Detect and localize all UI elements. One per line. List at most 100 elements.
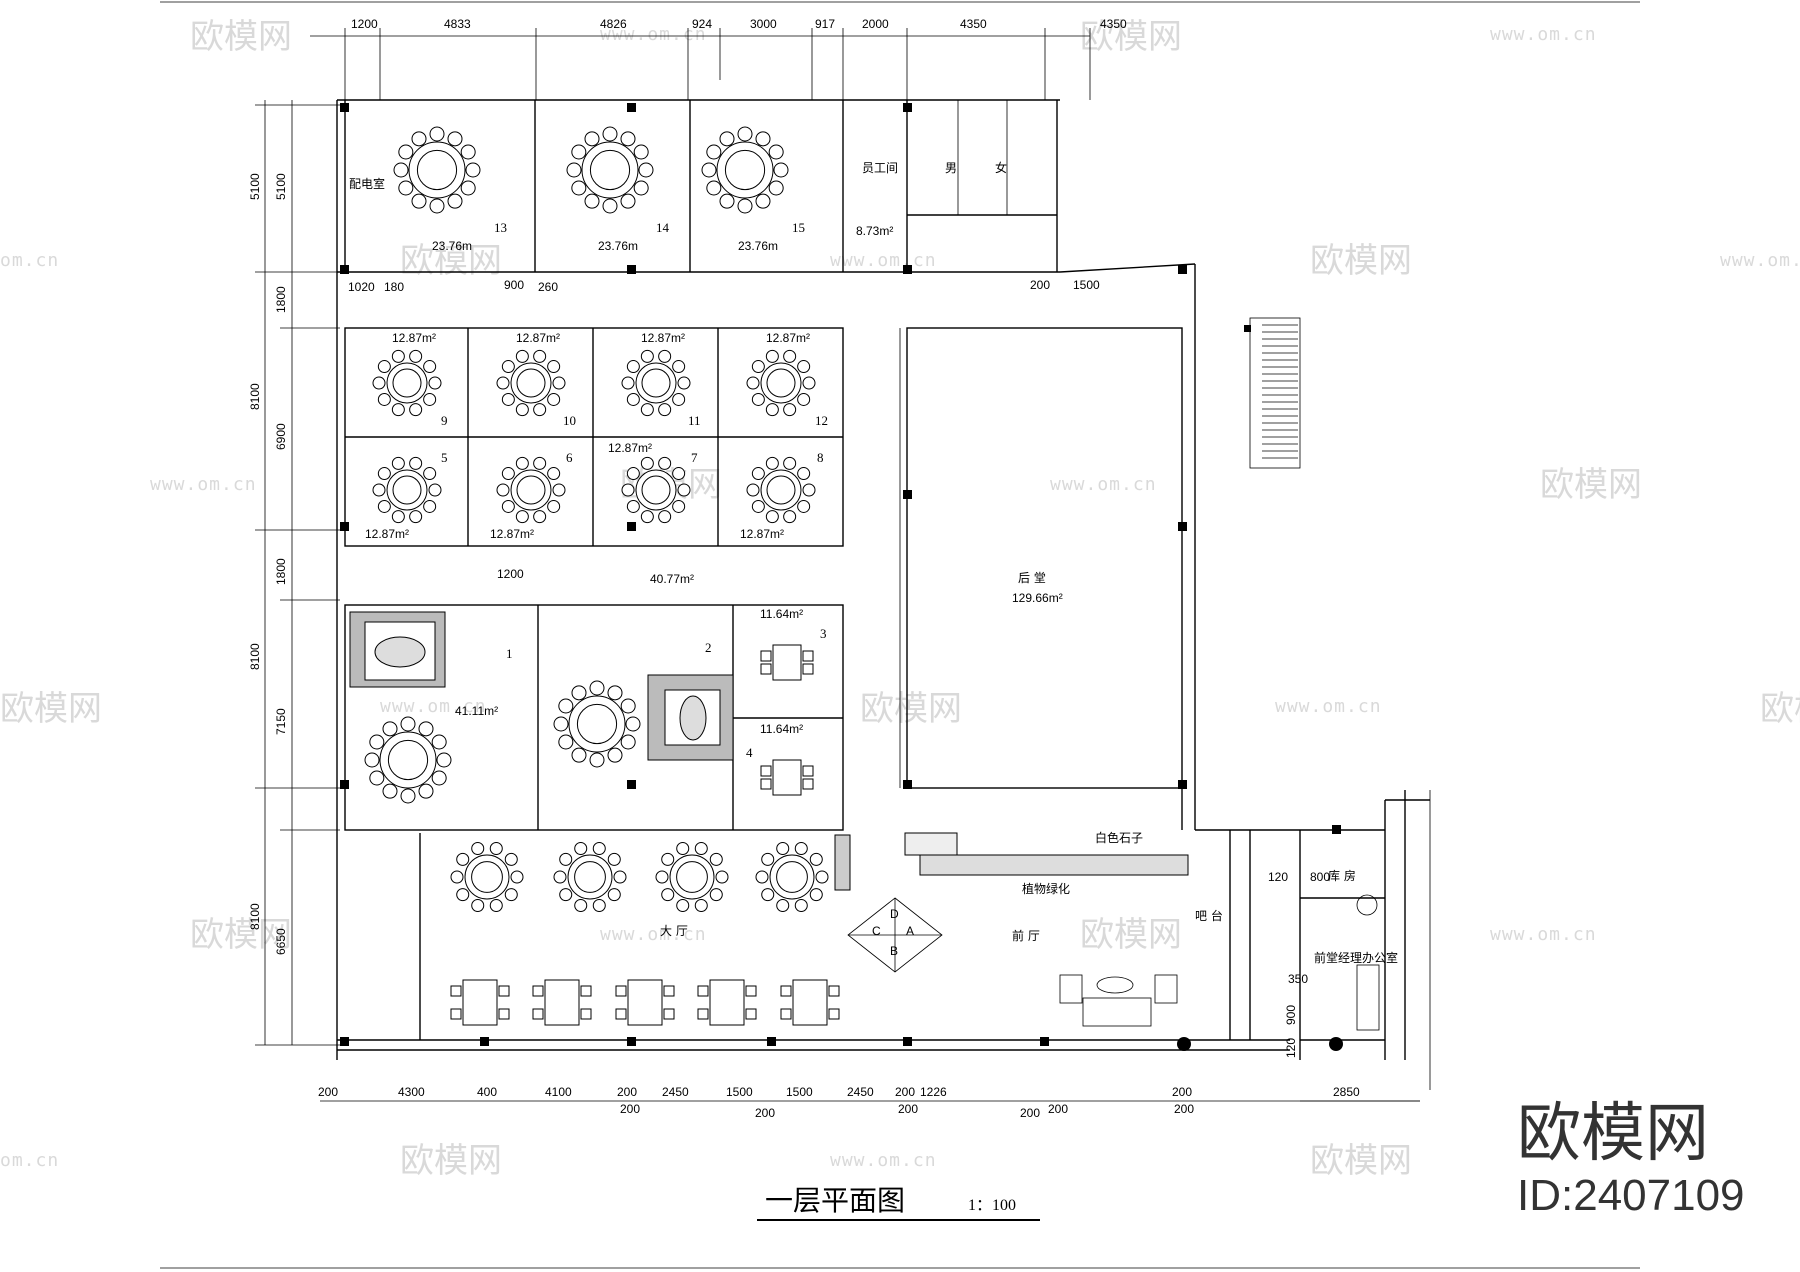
room-elec-label: 配电室	[349, 176, 385, 191]
dim-left-inner: 6650	[274, 928, 288, 955]
dim-left-outer: 8100	[248, 903, 262, 930]
dim-350: 350	[1288, 972, 1308, 986]
watermark-url: www.om.cn	[600, 24, 707, 45]
dim-bottom: 2850	[1333, 1085, 1360, 1099]
room-6-area: 12.87m²	[490, 527, 534, 541]
room-10-num: 10	[563, 413, 576, 428]
bar-label: 吧 台	[1195, 908, 1223, 923]
dim-1500: 1500	[1073, 278, 1100, 292]
dim-top: 4350	[1100, 17, 1127, 31]
watermark-url: www.om.cn	[600, 924, 707, 945]
dim-1200: 1200	[497, 567, 524, 581]
watermark-brand: 欧模网	[860, 689, 962, 729]
corridor-area: 40.77m²	[650, 572, 694, 586]
watermark-url: www.om.cn	[1490, 924, 1597, 945]
watermark-url: www.om.cn	[830, 1150, 937, 1171]
watermark-brand: 欧模网	[400, 1141, 502, 1181]
dim-bottom: 200	[895, 1085, 915, 1099]
dim-left-inner: 6900	[274, 423, 288, 450]
dim-200: 200	[1030, 278, 1050, 292]
dim-top: 4833	[444, 17, 471, 31]
title-scale: 1：100	[968, 1197, 1016, 1214]
dim-left-outer: 8100	[248, 643, 262, 670]
room-9-num: 9	[441, 413, 448, 428]
dimensions-bottom: 200 4300 400 4100 200 2450 1500 1500 245…	[318, 1085, 1420, 1120]
round-table	[701, 126, 789, 214]
dim-bottom: 1226	[920, 1085, 947, 1099]
room-15-area: 23.76m	[738, 239, 778, 253]
round-table	[553, 841, 627, 913]
dim-bottom: 200	[318, 1085, 338, 1099]
dim-top: 2000	[862, 17, 889, 31]
dim-bottom: 2450	[847, 1085, 874, 1099]
rect-tables	[450, 644, 840, 1026]
dim-bottom-sub: 200	[1020, 1106, 1040, 1120]
sofa-set	[349, 611, 446, 688]
watermark-brand: 欧模网	[1310, 1141, 1412, 1181]
logo: 欧模网 ID:2407109	[1517, 1097, 1745, 1220]
dim-left-outer: 5100	[248, 173, 262, 200]
round-table	[393, 126, 481, 214]
room-7-num: 7	[691, 450, 698, 465]
watermark-url: www.om.cn	[830, 250, 937, 271]
room-5-num: 5	[441, 450, 448, 465]
watermark-url: www.om.cn	[1050, 474, 1157, 495]
round-table	[621, 456, 691, 524]
dim-bottom: 4300	[398, 1085, 425, 1099]
watermark-url: om.cn	[0, 1150, 59, 1171]
watermark-brand: 欧模网	[1080, 915, 1182, 955]
dim-top: 4826	[600, 17, 627, 31]
round-table	[450, 841, 524, 913]
stone-label: 白色石子	[1095, 830, 1143, 845]
watermark-brand: 欧模网	[190, 17, 292, 57]
watermark-url: www.om.cn	[380, 696, 487, 717]
round-table	[372, 349, 442, 417]
watermark-brand: 欧模网	[1310, 241, 1412, 281]
round-table	[746, 349, 816, 417]
dim-top: 924	[692, 17, 712, 31]
dim-left-inner: 7150	[274, 708, 288, 735]
rect-table	[532, 979, 592, 1026]
compass-d: D	[890, 907, 899, 921]
watermark-url: www.om.cn	[1275, 696, 1382, 717]
logo-id: ID:2407109	[1517, 1171, 1745, 1220]
rect-table	[760, 644, 814, 681]
room-1-num: 1	[506, 646, 513, 661]
rect-table	[780, 979, 840, 1026]
dim-260: 260	[538, 280, 558, 294]
male-toilet-label: 男	[945, 161, 957, 175]
rect-table	[697, 979, 757, 1026]
dim-900b: 900	[1284, 1005, 1298, 1025]
dim-800: 800	[1310, 870, 1330, 884]
courtyard-area: 129.66m²	[1012, 591, 1063, 605]
room-8-num: 8	[817, 450, 824, 465]
round-table	[621, 349, 691, 417]
round-table	[746, 456, 816, 524]
office-label: 前堂经理办公室	[1314, 950, 1398, 965]
hall-label: 大 厅	[660, 924, 688, 938]
dimensions-left: 5100 8100 8100 8100 5100 1800 6900 1800 …	[248, 100, 340, 1046]
watermark-url: www.om.cn	[1490, 24, 1597, 45]
room-8-area: 12.87m²	[740, 527, 784, 541]
watermarks: 欧模网 www.om.cn 欧模网 www.om.cn om.cn 欧模网 ww…	[0, 17, 1800, 1181]
walls	[336, 99, 1431, 1090]
dim-bottom: 4100	[545, 1085, 572, 1099]
dim-top: 3000	[750, 17, 777, 31]
compass-b: B	[890, 944, 898, 958]
room-4-area: 11.64m²	[760, 722, 803, 736]
room-1-area: 41.11m²	[455, 704, 498, 718]
dim-left-inner: 1800	[274, 558, 288, 585]
room-2-num: 2	[705, 640, 712, 655]
room-9-area: 12.87m²	[392, 331, 436, 345]
room-3-area: 11.64m²	[760, 607, 803, 621]
store-label: 库 房	[1328, 868, 1356, 883]
room-13-num: 13	[494, 220, 507, 235]
dim-120: 120	[1268, 870, 1288, 884]
watermark-brand: 欧模网	[1540, 465, 1642, 505]
dim-bottom-sub: 200	[755, 1106, 775, 1120]
dim-bottom-sub: 200	[1048, 1102, 1068, 1116]
staff-room-label: 员工间	[862, 161, 898, 175]
dim-left-inner: 5100	[274, 173, 288, 200]
round-table	[566, 126, 654, 214]
